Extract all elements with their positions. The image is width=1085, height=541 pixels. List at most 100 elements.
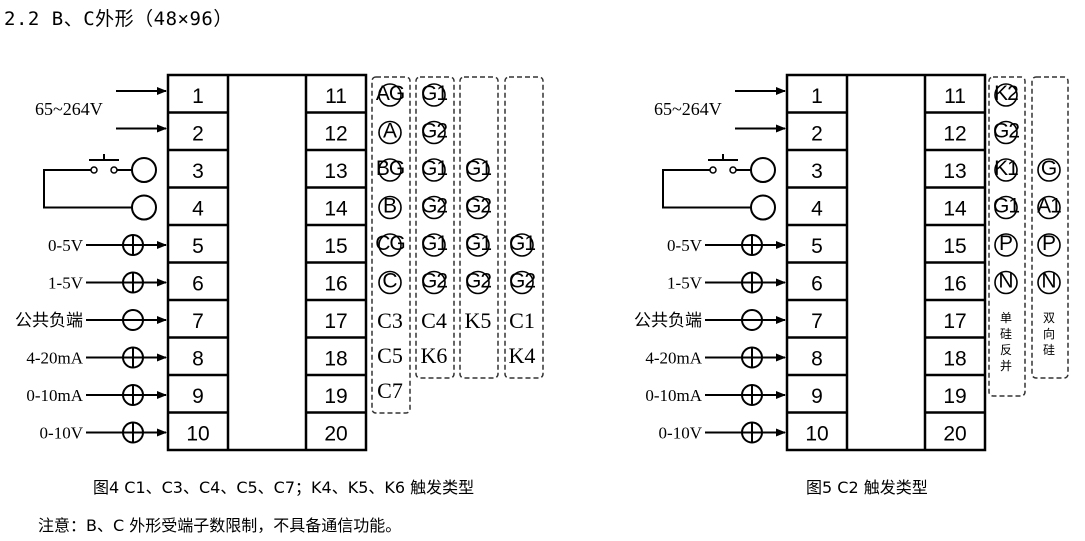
terminal-number: 7 bbox=[192, 310, 204, 333]
trigger-type-vertical-label: 并 bbox=[1000, 359, 1012, 373]
terminal-number: 6 bbox=[811, 273, 823, 296]
pin-g-circle bbox=[1037, 158, 1061, 182]
terminal-number: 14 bbox=[943, 198, 967, 221]
trigger-type-vertical-label: 硅 bbox=[1043, 343, 1055, 357]
switch-loop-wire bbox=[43, 169, 132, 209]
pin-label: N bbox=[998, 270, 1013, 293]
terminal-3-contact-circle bbox=[131, 157, 157, 183]
terminal-number: 10 bbox=[186, 423, 209, 446]
pin-label: AG bbox=[376, 82, 404, 105]
trigger-type-vertical-label: 单 bbox=[1000, 311, 1012, 325]
pin-label: G1 bbox=[421, 232, 447, 255]
pin-label: G2 bbox=[509, 270, 535, 293]
pin-label: G1 bbox=[465, 157, 491, 180]
switch-contact bbox=[729, 166, 737, 174]
input-signal-label: 公共负端 bbox=[15, 311, 83, 331]
input-signal-label: 0-10V bbox=[40, 424, 84, 443]
terminal-number: 10 bbox=[805, 423, 828, 446]
pin-n-circle bbox=[994, 270, 1018, 295]
input-signal-label: 0-5V bbox=[667, 236, 703, 255]
input-signal-label: 4-20mA bbox=[645, 349, 702, 368]
pin-label: G2 bbox=[421, 120, 447, 143]
terminal-number: 16 bbox=[324, 273, 347, 296]
pin-label: K2 bbox=[994, 82, 1018, 105]
terminal-number: 12 bbox=[943, 123, 966, 146]
pin-g2-circle bbox=[422, 120, 446, 145]
pin-g2-circle bbox=[994, 120, 1018, 145]
input-signal-label: 0-10mA bbox=[645, 386, 702, 405]
terminal-number: 7 bbox=[811, 310, 823, 333]
terminal-number: 6 bbox=[192, 273, 204, 296]
input-signal-label: 0-10V bbox=[659, 424, 703, 443]
section-heading: 2.2 B、C外形（48×96） bbox=[4, 8, 233, 30]
note-text: 注意：B、C 外形受端子数限制，不具备通信功能。 bbox=[38, 516, 402, 535]
pin-label: G1 bbox=[421, 157, 447, 180]
pin-label: G1 bbox=[509, 232, 535, 255]
pin-p-circle bbox=[994, 233, 1018, 257]
trigger-type-code: C1 bbox=[509, 308, 535, 333]
trigger-type-code: C3 bbox=[377, 308, 403, 333]
trigger-type-code: K6 bbox=[421, 343, 448, 368]
pin-a-circle bbox=[378, 120, 402, 145]
terminal-4-contact-circle bbox=[131, 194, 157, 221]
terminal-number: 20 bbox=[324, 423, 347, 446]
pin-k1-circle bbox=[994, 158, 1018, 182]
option-group-dashed-box bbox=[988, 76, 1026, 397]
input-signal-label: 0-5V bbox=[48, 236, 84, 255]
trigger-type-vertical-label: 向 bbox=[1043, 326, 1055, 341]
pin-label: G2 bbox=[465, 270, 491, 293]
terminal-number: 9 bbox=[811, 385, 823, 408]
pin-label: G1 bbox=[421, 82, 447, 105]
pin-ag-circle bbox=[378, 83, 402, 107]
pin-label: CG bbox=[375, 232, 405, 255]
terminal-number: 18 bbox=[943, 348, 966, 371]
pin-g2-circle bbox=[510, 270, 534, 295]
switch-contact bbox=[110, 166, 118, 174]
switch-contact bbox=[709, 166, 717, 174]
pin-g2-circle bbox=[466, 195, 490, 220]
terminal-3-contact-circle bbox=[750, 157, 776, 183]
pin-label: P bbox=[999, 232, 1013, 255]
pin-g1-circle bbox=[994, 195, 1018, 220]
power-voltage-label: 65~264V bbox=[35, 99, 103, 119]
pin-g1-circle bbox=[466, 158, 490, 182]
terminal-number: 19 bbox=[943, 385, 966, 408]
pin-label: K1 bbox=[994, 157, 1018, 180]
pin-g2-circle bbox=[422, 195, 446, 220]
pin-k2-circle bbox=[994, 83, 1018, 107]
pin-cg-circle bbox=[378, 233, 402, 257]
pin-label: G2 bbox=[465, 195, 491, 218]
terminal-number: 13 bbox=[943, 160, 966, 183]
pin-label: A bbox=[383, 120, 397, 143]
input-signal-label: 公共负端 bbox=[634, 311, 702, 331]
terminal-number: 3 bbox=[192, 160, 204, 183]
terminal-number: 11 bbox=[944, 85, 966, 108]
pin-c-circle bbox=[378, 270, 402, 295]
pin-n-circle bbox=[1037, 270, 1061, 295]
pin-g1-circle bbox=[422, 83, 446, 107]
terminal-number: 20 bbox=[943, 423, 966, 446]
figure-4-caption: 图4 C1、C3、C4、C5、C7；K4、K5、K6 触发类型 bbox=[93, 478, 475, 497]
trigger-type-code: K5 bbox=[465, 308, 492, 333]
trigger-type-vertical-label: 硅 bbox=[1000, 327, 1012, 341]
trigger-type-vertical-label: 双 bbox=[1043, 311, 1055, 325]
pin-g2-circle bbox=[422, 270, 446, 295]
pin-g1-circle bbox=[422, 233, 446, 257]
terminal-4-contact-circle bbox=[750, 194, 776, 221]
pin-label: G2 bbox=[421, 270, 447, 293]
pin-label: A1 bbox=[1037, 195, 1061, 218]
terminal-number: 15 bbox=[324, 235, 347, 258]
terminal-number: 4 bbox=[811, 198, 823, 221]
trigger-type-code: C7 bbox=[377, 378, 403, 403]
trigger-type-code: K4 bbox=[509, 343, 536, 368]
terminal-number: 2 bbox=[192, 123, 204, 146]
terminal-number: 13 bbox=[324, 160, 347, 183]
pin-label: BG bbox=[376, 157, 404, 180]
input-signal-label: 4-20mA bbox=[26, 349, 83, 368]
terminal-number: 19 bbox=[324, 385, 347, 408]
pin-p-circle bbox=[1037, 233, 1061, 257]
terminal-number: 15 bbox=[943, 235, 966, 258]
terminal-number: 11 bbox=[325, 85, 347, 108]
input-signal-label: 0-10mA bbox=[26, 386, 83, 405]
